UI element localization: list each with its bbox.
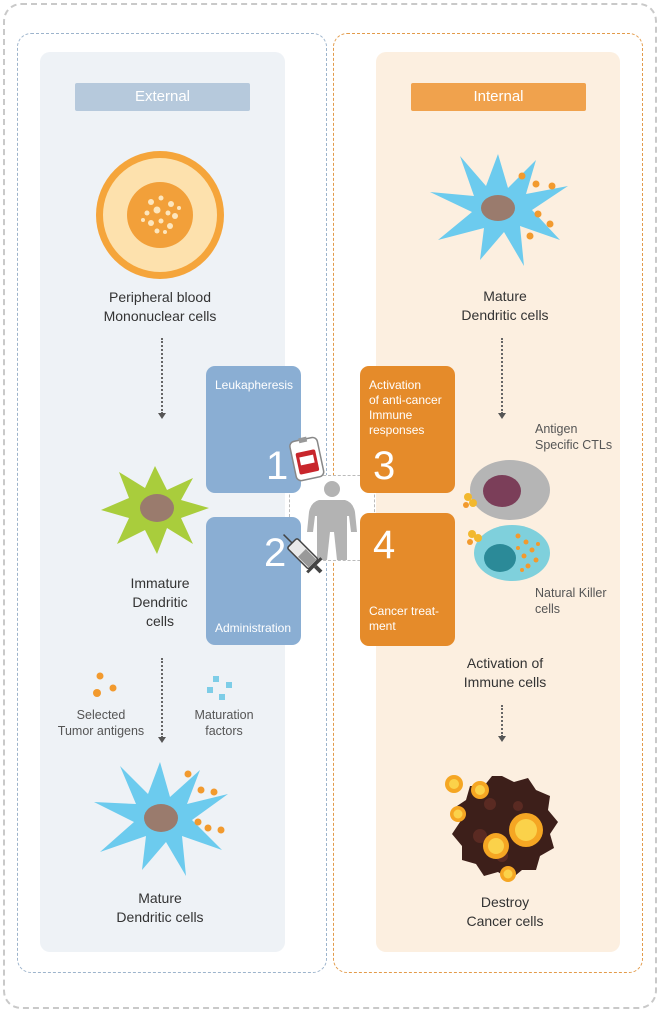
step-2-administration-box: 2 Administration [206,517,301,645]
step-3-number: 3 [373,444,396,488]
tumor-antigens-label: Selected Tumor antigens [57,708,145,738]
syringe-icon [283,534,323,574]
internal-tab: Internal [411,83,586,111]
flow-arrow-head [158,737,166,743]
immature-dendritic-cell-icon [101,466,209,554]
step-3-activation-box: Activation of anti-cancer Immune respons… [360,366,455,493]
step-4-treatment-box: 4 Cancer treat- ment [360,513,455,646]
step-1-leukapheresis-box: Leukapheresis 1 [206,366,301,493]
nk-cells-label: Natural Killer cells [535,586,607,616]
step-4-label: Cancer treat- ment [369,604,440,633]
flow-arrow-head [498,736,506,742]
step-1-label: Leukapheresis [215,378,294,392]
tumor-antigen-dots-icon [93,672,117,697]
outer-frame [3,3,657,1009]
step-3-label: Activation of anti-cancer Immune respons… [369,378,442,437]
external-tab: External [75,83,250,111]
activation-immune-label: Activation of Immune cells [463,655,547,690]
step-2-number: 2 [264,531,287,575]
mature-dc-external-label: Mature Dendritic cells [116,890,204,925]
ctl-cell-icon [463,460,550,520]
flow-arrow-head [498,413,506,419]
step-2-label: Administration [215,621,292,635]
pbmc-cell-icon [96,151,224,279]
human-figure-icon [307,481,357,560]
mature-dendritic-cell-icon [94,762,228,876]
blood-bag-icon [289,436,325,482]
mature-dc-internal-label: Mature Dendritic cells [461,288,549,323]
flow-arrow-line [161,658,163,738]
immature-dc-label: Immature Dendritic cells [130,575,190,629]
nk-cell-icon [467,525,550,581]
step-1-number: 1 [266,444,289,488]
flow-arrow-line [501,705,503,737]
cancer-cell-icon [445,775,558,882]
maturation-factors-label: Maturation factors [194,708,254,738]
mature-dendritic-cell-icon [430,154,568,266]
pbmc-label: Peripheral blood Mononuclear cells [103,289,217,324]
maturation-factor-squares-icon [207,676,232,700]
destroy-cancer-label: Destroy Cancer cells [466,894,544,929]
flow-arrow-line [161,338,163,414]
antigen-ctl-label: Antigen Specific CTLs [535,422,613,452]
step-4-number: 4 [373,523,396,567]
flow-arrow-line [501,338,503,414]
flow-arrow-head [158,413,166,419]
